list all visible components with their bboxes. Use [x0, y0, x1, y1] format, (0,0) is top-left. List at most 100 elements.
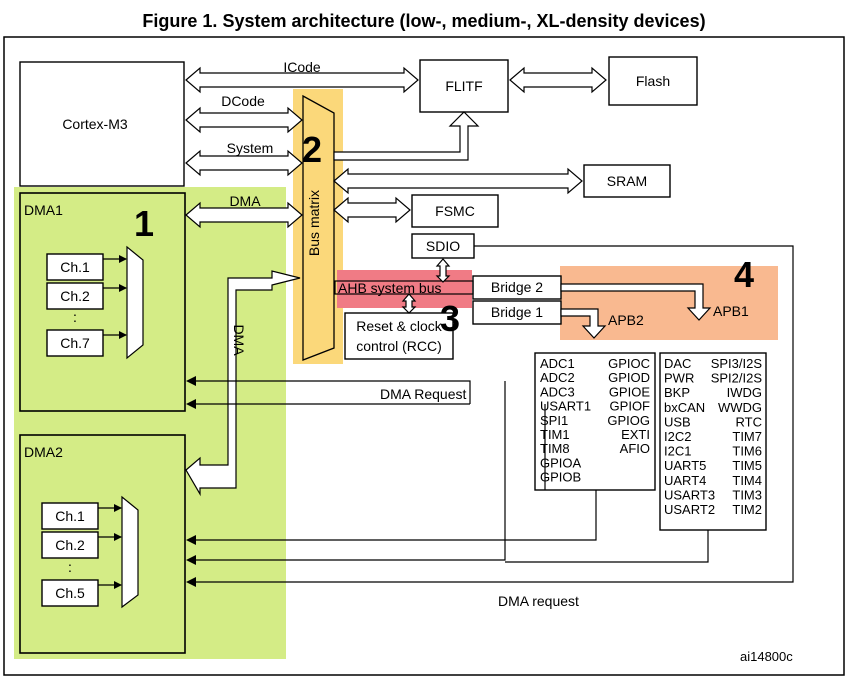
dma-vertical-label: DMA	[231, 324, 247, 356]
apb2-right-item-1: GPIOD	[608, 370, 650, 385]
dma1-channel-2	[46, 282, 104, 310]
apb1-bridge-arrow	[560, 283, 712, 321]
fsmc-block	[411, 194, 499, 228]
apb1-left-item-1: PWR	[664, 371, 694, 386]
bridge2-label: Bridge 2	[491, 279, 543, 295]
bridge1-label: Bridge 1	[491, 304, 543, 320]
sdio-block	[411, 233, 475, 259]
dma2-block	[19, 434, 186, 654]
cortex-m3-label: Cortex-M3	[62, 116, 128, 132]
dma-request-arrowhead-1	[186, 399, 196, 409]
dma-vertical-bus-arrow	[185, 270, 301, 497]
apb1-right-item-7: TIM5	[732, 458, 762, 473]
apb2-left-item-1: ADC2	[540, 370, 575, 385]
region-number-4: 4	[734, 254, 754, 295]
apb1-right-item-1: SPI2/I2S	[711, 371, 763, 386]
apb2-left-item-0: ADC1	[540, 356, 575, 371]
system-label: System	[227, 140, 274, 156]
apb1-left-item-8: UART4	[664, 473, 706, 488]
apb1-right-item-6: TIM6	[732, 444, 762, 459]
dma2-mux	[121, 495, 139, 609]
apb2-right-item-0: GPIOC	[608, 356, 650, 371]
apb2-right-item-6: AFIO	[620, 441, 650, 456]
apb-request-to-dma2	[188, 381, 506, 561]
bus-matrix-shape	[302, 94, 335, 361]
flitf-label: FLITF	[445, 78, 482, 94]
dcode-label: DCode	[221, 93, 265, 109]
dma1-channel-2-label: Ch.2	[60, 288, 90, 304]
region-number-1: 1	[134, 203, 154, 244]
apb2-right-item-4: GPIOG	[607, 413, 650, 428]
apb2-left-item-5: TIM1	[540, 427, 570, 442]
apb1-left-item-7: UART5	[664, 458, 706, 473]
dma2-channel-5	[41, 579, 99, 607]
figure-title: Figure 1. System architecture (low-, med…	[142, 11, 705, 31]
dma-bus-arrow	[185, 201, 303, 229]
sdio-label: SDIO	[426, 238, 460, 254]
ahb-label: AHB system bus	[338, 280, 441, 296]
bus-matrix-label: Bus matrix	[306, 190, 322, 256]
apb1-right-item-9: TIM3	[732, 487, 762, 502]
rcc-block	[344, 312, 454, 360]
rcc-label-line1: Reset & clock	[356, 318, 443, 334]
apb1-left-item-4: USB	[664, 414, 691, 429]
apb1-right-item-3: WWDG	[718, 400, 762, 415]
apb1-right-item-10: TIM2	[732, 502, 762, 517]
dma-request-arrowhead-4	[186, 577, 196, 587]
dma1-mux	[126, 245, 144, 360]
dma1-label: DMA1	[24, 202, 63, 218]
dma2-channel-5-label: Ch.5	[55, 585, 85, 601]
apb2-right-item-3: GPIOF	[610, 399, 651, 414]
dma2-channel-2-label: Ch.2	[55, 537, 85, 553]
dma2-label: DMA2	[24, 444, 63, 460]
dma-request-arrowhead-2	[186, 535, 196, 545]
apb2-bridge-arrow	[560, 308, 607, 339]
sram-label: SRAM	[607, 173, 647, 189]
region-number-3: 3	[440, 298, 460, 339]
sram-block	[583, 164, 671, 198]
dma2-channel-2	[41, 531, 99, 559]
figure-id: ai14800c	[740, 649, 793, 664]
icode-bus-arrow	[185, 66, 419, 94]
apb1-label: APB1	[713, 303, 749, 319]
dma1-block	[19, 192, 186, 412]
sram-bus-arrow	[333, 167, 583, 195]
dma2-channel-1	[41, 502, 99, 530]
sdio-request-wire	[188, 245, 794, 583]
apb2-right-item-2: GPIOE	[609, 384, 651, 399]
ahb-bus	[334, 280, 474, 295]
apb1-right-item-0: SPI3/I2S	[711, 356, 763, 371]
fsmc-label: FSMC	[435, 203, 475, 219]
dma-bus-label: DMA	[229, 193, 261, 209]
flash-block	[608, 56, 698, 106]
flash-label: Flash	[636, 73, 670, 89]
request-wires	[186, 245, 794, 587]
apb2-left-item-8: GPIOB	[540, 470, 581, 485]
dma2-channel-1-label: Ch.1	[55, 508, 85, 524]
dma-request-upper-label: DMA Request	[380, 386, 466, 402]
dma-request-lower-label: DMA request	[498, 593, 579, 609]
dma1-channel-7-label: Ch.7	[60, 335, 90, 351]
region-number-2: 2	[302, 129, 322, 170]
apb1-left-item-5: I2C2	[664, 429, 691, 444]
dma1-channel-1	[46, 253, 104, 281]
apb1-peripherals	[659, 352, 767, 531]
apb2-label: APB2	[608, 312, 644, 328]
icode-label: ICode	[283, 59, 321, 75]
apb2-left-item-2: ADC3	[540, 384, 575, 399]
apb1-right-item-2: IWDG	[727, 385, 762, 400]
dma2-dots-1: .	[68, 553, 72, 569]
apb2-left-item-6: TIM8	[540, 441, 570, 456]
dma1-request-wire-1	[188, 380, 471, 404]
apb1-right-item-4: RTC	[736, 414, 762, 429]
fsmc-bus-arrow	[333, 196, 411, 224]
apb2-left-item-7: GPIOA	[540, 455, 582, 470]
apb2-peripherals	[534, 352, 656, 491]
dma1-dots-1: .	[73, 303, 77, 319]
dma1-dots-2: .	[73, 309, 77, 325]
apb1-left-item-3: bxCAN	[664, 400, 705, 415]
dcode-bus-arrow	[185, 106, 303, 134]
